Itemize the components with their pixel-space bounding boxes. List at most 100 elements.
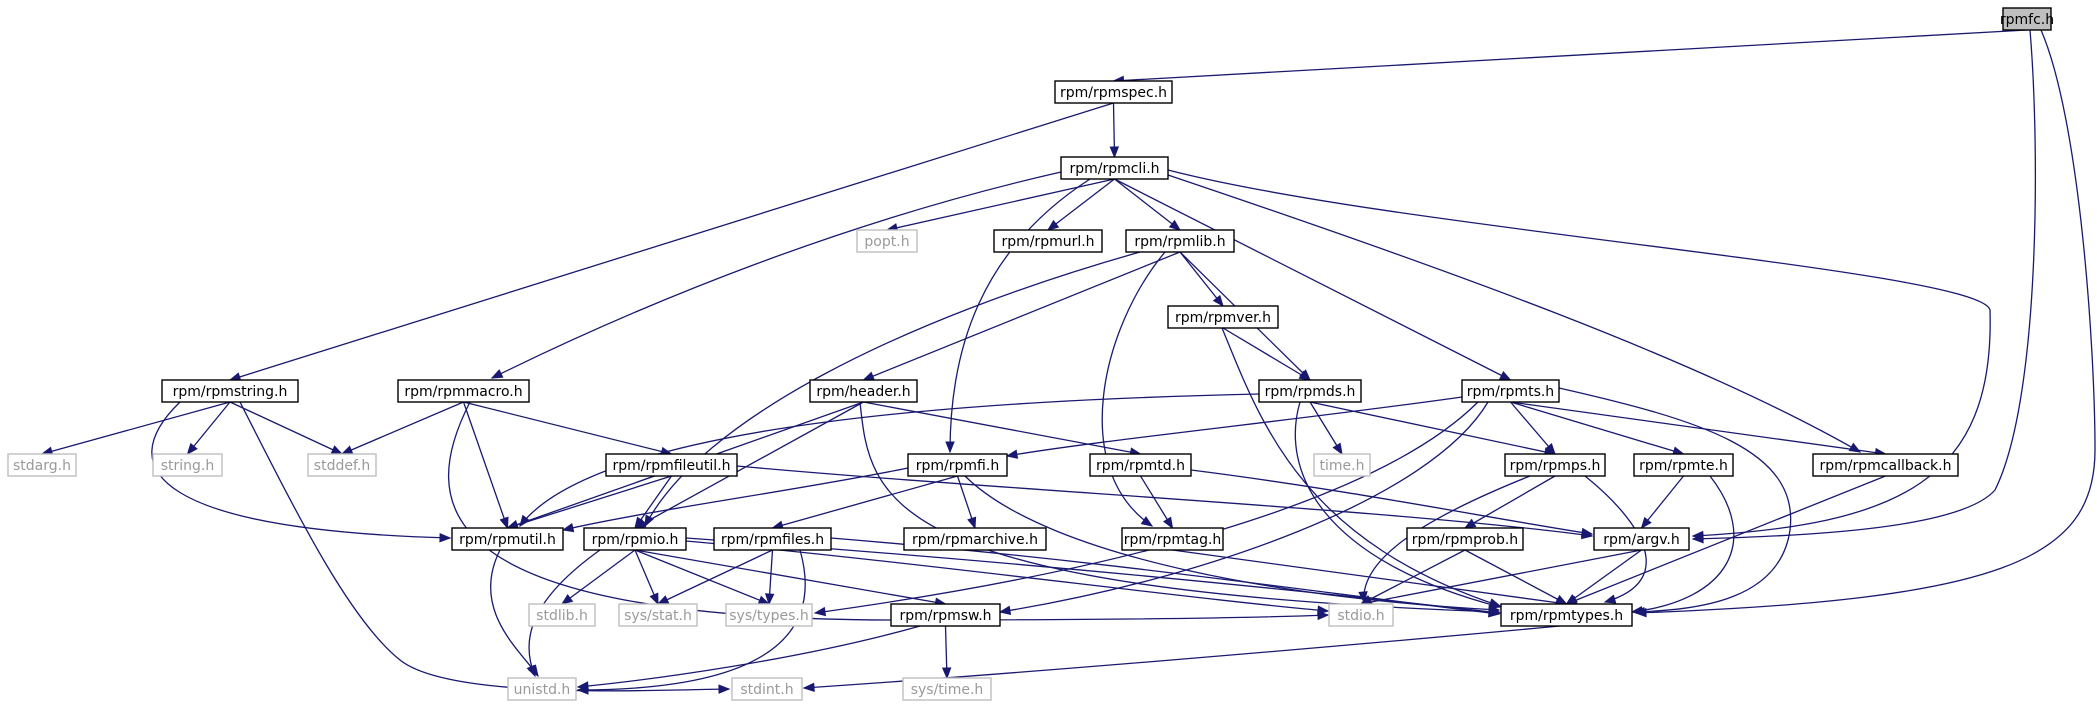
arrowhead-rpmprob-to-rpmtypes [1555, 594, 1568, 605]
node-rpmtag[interactable]: rpm/rpmtag.h [1121, 527, 1224, 551]
edge-rpmlib-to-rpmio [644, 251, 1141, 527]
arrowhead-rpmcli-to-rpmmacro [490, 369, 504, 379]
arrowhead-argv-to-rpmtypes [1565, 594, 1578, 605]
node-label-rpmps: rpm/rpmps.h [1510, 458, 1601, 474]
edge-rpmmacro-to-stddef [341, 401, 464, 455]
edge-rpmfileutil-to-rpmio [634, 475, 673, 529]
node-systypes: sys/types.h [725, 603, 813, 627]
node-label-stddef: stddef.h [314, 458, 370, 474]
node-label-systime: sys/time.h [911, 682, 984, 698]
node-label-stdint: stdint.h [740, 682, 793, 698]
arrowhead-rpmfiles-to-rpmtypes [1488, 608, 1501, 618]
node-label-rpmutil: rpm/rpmutil.h [459, 532, 556, 548]
arrowhead-rpmcli-to-rpmts [1498, 371, 1512, 381]
edge-rpmte-to-rpmtypes [1631, 475, 1735, 613]
node-label-string: string.h [161, 458, 215, 474]
node-rpmver[interactable]: rpm/rpmver.h [1167, 305, 1279, 329]
node-rpmfiles[interactable]: rpm/rpmfiles.h [713, 527, 832, 551]
edge-rpmtag-to-rpmtypes [1172, 549, 1567, 605]
edge-argv-to-stdio [1360, 549, 1642, 605]
node-rpmds[interactable]: rpm/rpmds.h [1258, 379, 1362, 403]
node-time: time.h [1313, 453, 1371, 477]
node-label-rpmtd: rpm/rpmtd.h [1096, 458, 1185, 474]
node-label-rpmmacro: rpm/rpmmacro.h [404, 384, 522, 400]
node-rpmcli[interactable]: rpm/rpmcli.h [1060, 156, 1169, 180]
node-rpmio[interactable]: rpm/rpmio.h [583, 527, 687, 551]
node-box-unistd [507, 677, 577, 701]
arrowhead-rpmcli-to-rpmurl [1046, 219, 1060, 231]
edge-rpmlib-to-rpmtag [1101, 251, 1166, 527]
node-argv[interactable]: rpm/argv.h [1593, 527, 1690, 551]
node-box-systime [902, 677, 992, 701]
node-rpmfc[interactable]: rpmfc.h [2000, 7, 2054, 31]
node-label-rpmio: rpm/rpmio.h [592, 532, 679, 548]
arrowhead-rpmps-to-rpmtypes [1603, 594, 1617, 604]
edge-rpmts-to-rpmcallback [1510, 401, 1886, 455]
edge-rpmutil-to-unistd [489, 549, 539, 677]
edge-rpmstring-to-stdint [239, 401, 730, 692]
arrowhead-rpmio-to-stdlib [560, 593, 574, 605]
node-label-rpmds: rpm/rpmds.h [1265, 384, 1356, 400]
node-rpmsw[interactable]: rpm/rpmsw.h [890, 603, 1001, 627]
node-rpmps[interactable]: rpm/rpmps.h [1504, 453, 1606, 477]
node-label-rpmspec: rpm/rpmspec.h [1060, 85, 1167, 101]
node-box-header [809, 379, 918, 403]
arrowhead-rpmlib-to-rpmtag [1140, 516, 1154, 527]
node-box-stdint [731, 677, 803, 701]
node-box-rpmcallback [1812, 453, 1959, 477]
edge-rpmcli-to-rpmmacro [491, 171, 1062, 379]
node-rpmtd[interactable]: rpm/rpmtd.h [1089, 453, 1192, 477]
edge-rpmio-to-systypes [634, 549, 770, 605]
node-label-rpmstring: rpm/rpmstring.h [173, 384, 288, 400]
node-rpmcallback[interactable]: rpm/rpmcallback.h [1812, 453, 1959, 477]
node-rpmprob[interactable]: rpm/rpmprob.h [1406, 527, 1524, 551]
node-header[interactable]: rpm/header.h [809, 379, 918, 403]
edge-rpmtd-to-argv [1190, 469, 1593, 535]
edge-rpmps-to-rpmprob [1464, 475, 1556, 529]
node-rpmte[interactable]: rpm/rpmte.h [1633, 453, 1734, 477]
node-rpmfileutil[interactable]: rpm/rpmfileutil.h [605, 453, 738, 477]
arrowhead-rpmstring-to-stddef [330, 445, 344, 455]
node-rpmtypes[interactable]: rpm/rpmtypes.h [1500, 603, 1633, 627]
node-rpmfi[interactable]: rpm/rpmfi.h [907, 453, 1008, 477]
arrowhead-rpmio-to-unistd [526, 664, 536, 678]
edge-rpmte-to-argv [1640, 475, 1685, 529]
node-rpmts[interactable]: rpm/rpmts.h [1461, 379, 1560, 403]
node-box-stdarg [7, 453, 77, 477]
arrowhead-rpmspec-to-rpmcli [1109, 146, 1120, 159]
edge-rpmts-to-rpmte [1510, 401, 1684, 455]
edge-rpmfc-to-rpmtypes [1635, 29, 2096, 614]
arrowhead-rpmts-to-systypes [813, 606, 827, 617]
arrowhead-rpmte-to-rpmtypes [1630, 606, 1643, 616]
node-label-rpmprob: rpm/rpmprob.h [1412, 532, 1518, 548]
node-label-header: rpm/header.h [816, 384, 910, 400]
node-label-rpmte: rpm/rpmte.h [1639, 458, 1728, 474]
node-box-rpmstring [161, 379, 299, 403]
arrowhead-rpmts-to-rpmps [1544, 442, 1556, 456]
node-label-rpmfiles: rpm/rpmfiles.h [721, 532, 824, 548]
node-rpmspec[interactable]: rpm/rpmspec.h [1054, 80, 1173, 104]
node-popt: popt.h [856, 229, 918, 253]
edge-rpmprob-to-stdio [1360, 549, 1466, 605]
arrowhead-rpmio-to-stdio [1317, 605, 1330, 615]
node-box-rpmarchive [903, 527, 1047, 551]
edge-rpmcli-to-rpmurl [1047, 178, 1115, 231]
node-box-rpmcli [1060, 156, 1169, 180]
node-rpmstring[interactable]: rpm/rpmstring.h [161, 379, 299, 403]
node-sysstat: sys/stat.h [618, 603, 698, 627]
arrowhead-rpmsw-to-unistd [576, 681, 589, 691]
node-rpmarchive[interactable]: rpm/rpmarchive.h [903, 527, 1047, 551]
node-box-rpmmacro [397, 379, 530, 403]
node-rpmutil[interactable]: rpm/rpmutil.h [451, 527, 564, 551]
arrowhead-rpmstring-to-stdint [718, 684, 731, 694]
node-rpmmacro[interactable]: rpm/rpmmacro.h [397, 379, 530, 403]
edge-rpmds-to-rpmutil [519, 393, 1260, 527]
edge-rpmstring-to-stddef [229, 401, 343, 455]
node-rpmurl[interactable]: rpm/rpmurl.h [993, 229, 1103, 253]
edge-header-to-rpmio [634, 401, 864, 529]
node-rpmlib[interactable]: rpm/rpmlib.h [1125, 229, 1235, 253]
node-box-stdlib [528, 603, 596, 627]
edge-rpmfiles-to-sysstat [657, 549, 773, 605]
node-label-rpmlib: rpm/rpmlib.h [1134, 234, 1225, 250]
